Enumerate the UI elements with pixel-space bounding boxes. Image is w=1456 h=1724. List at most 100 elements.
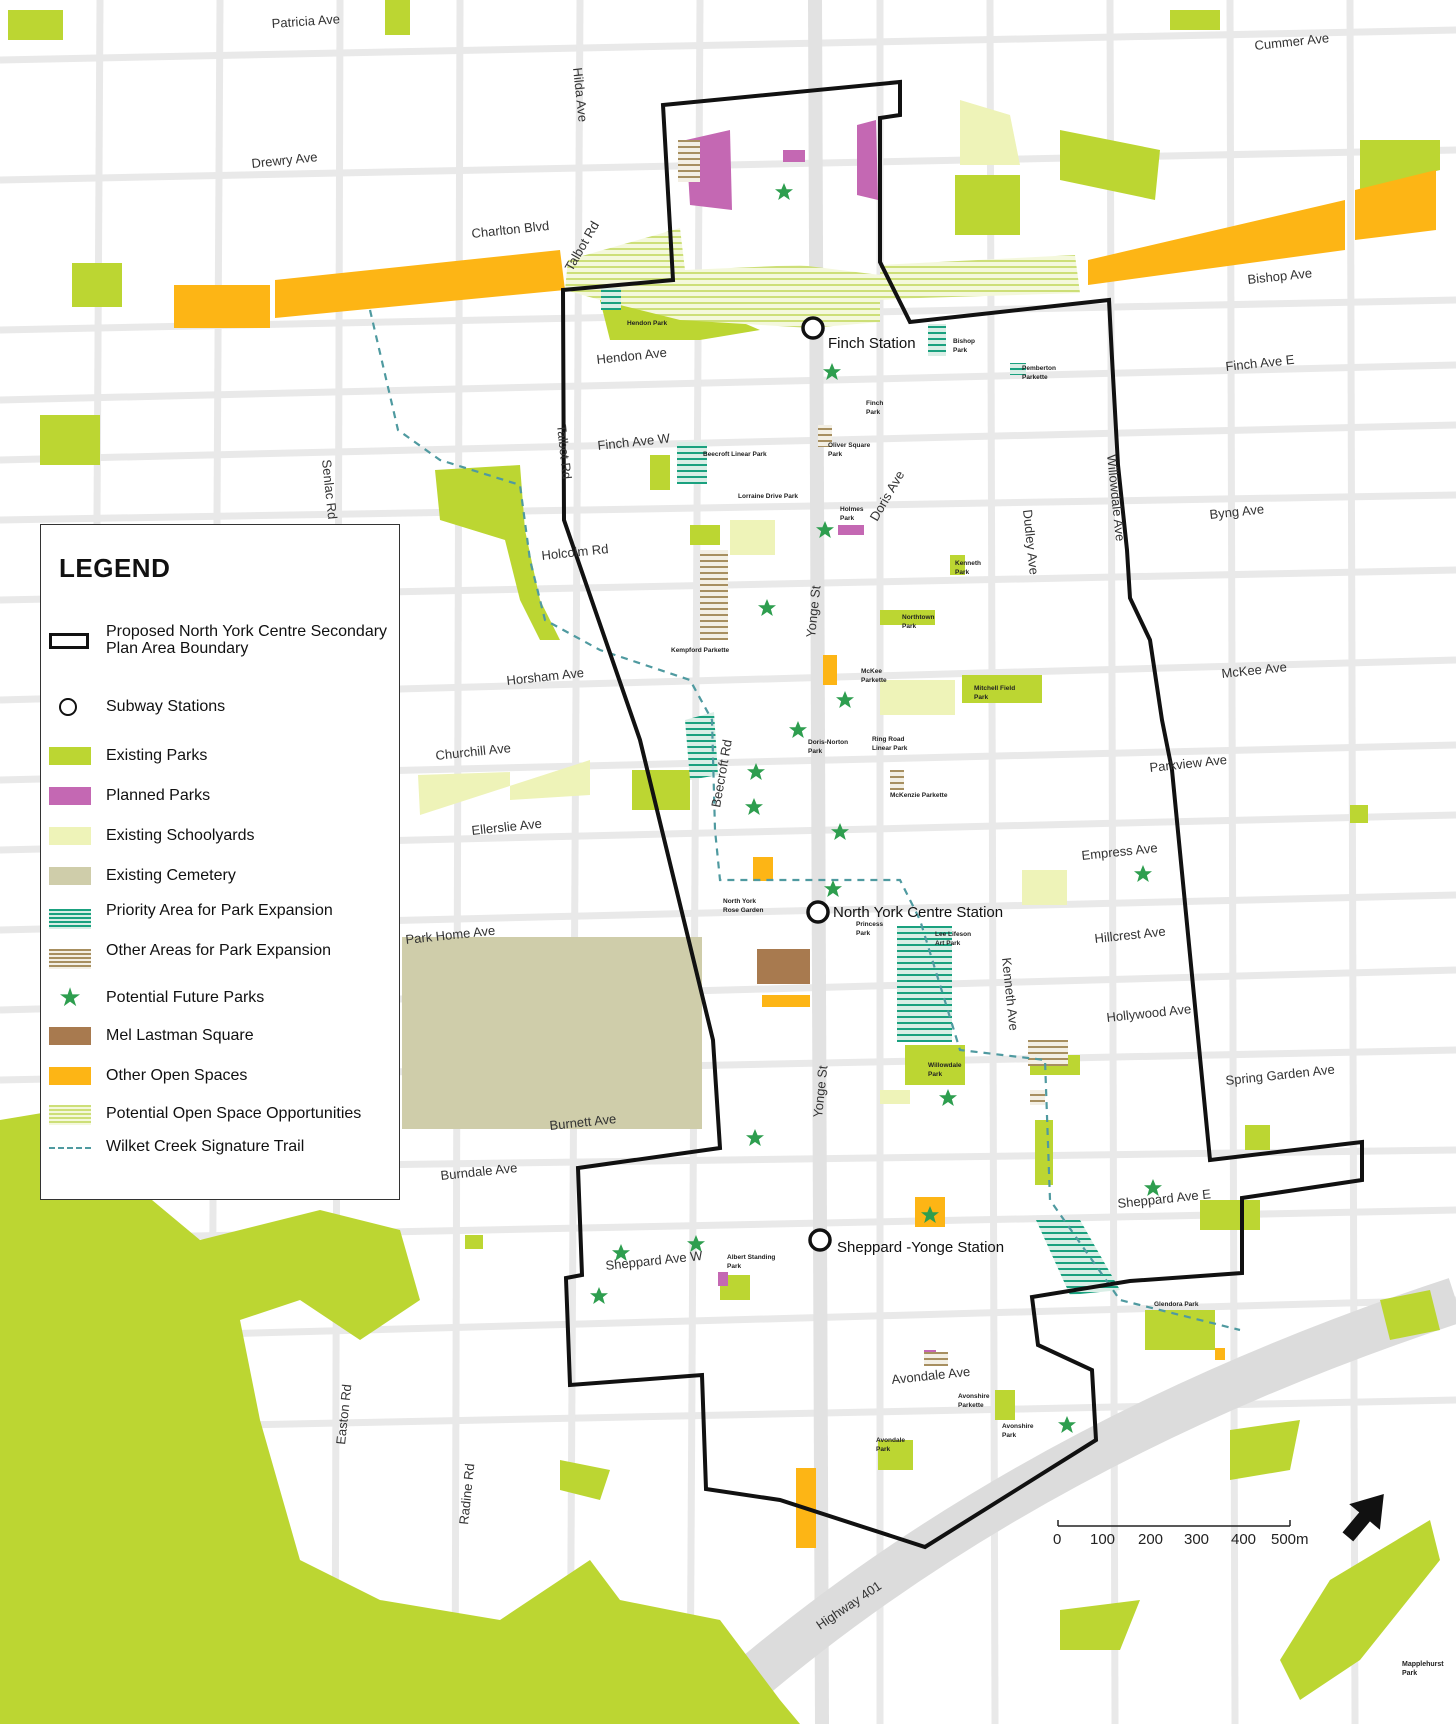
park-label: Park — [902, 623, 916, 630]
street-label: Empress Ave — [1081, 840, 1159, 863]
legend-label: Subway Stations — [106, 698, 226, 715]
legend-title: LEGEND — [59, 553, 171, 583]
park-label: Avonshire — [1002, 1423, 1034, 1430]
legend-label: Potential Future Parks — [106, 989, 265, 1006]
cemetery-swatch-icon — [49, 867, 91, 885]
park-label: Ring Road — [872, 736, 905, 743]
wilket-creek-trail — [368, 309, 1241, 1332]
street-label: Senlac Rd — [319, 459, 340, 520]
park-label: Bishop — [953, 338, 975, 345]
street-label: Avondale Ave — [891, 1364, 971, 1387]
park-label: Finch — [866, 400, 883, 407]
street-label: Yonge St — [803, 584, 823, 638]
legend-item-cemetery: Existing Cemetery — [49, 867, 394, 891]
scale-label-0: 0 — [1053, 1531, 1061, 1548]
legend-label: Proposed North York Centre Secondary Pla… — [106, 623, 388, 657]
park-label: Park — [1002, 1432, 1016, 1439]
potential-open-space-swatch-icon — [49, 1105, 91, 1125]
street-label: Holcolm Rd — [541, 541, 609, 563]
legend-label: Other Areas for Park Expansion — [106, 942, 331, 959]
street-label: Doris Ave — [867, 468, 908, 523]
sheppard-yonge-station-marker — [808, 1228, 832, 1252]
priority-area-swatch-icon — [49, 909, 91, 929]
legend-item-existing-parks: Existing Parks — [49, 747, 394, 771]
north-arrow-icon — [1342, 1493, 1384, 1542]
street-label: Spring Garden Ave — [1225, 1062, 1336, 1088]
street-label: Sheppard Ave E — [1117, 1186, 1212, 1211]
yonge-street-road — [808, 0, 829, 1724]
park-label: Willowdale — [928, 1062, 962, 1069]
other-open-spaces-layer — [174, 170, 1436, 1548]
park-label: Mitchell Field — [974, 685, 1015, 692]
street-label: Dudley Ave — [1020, 509, 1042, 576]
scale-label-200: 200 — [1138, 1531, 1163, 1548]
park-label: Park — [808, 748, 822, 755]
street-label: Churchill Ave — [435, 740, 512, 763]
boundary-outline-icon — [49, 633, 89, 649]
schoolyards-swatch-icon — [49, 827, 91, 845]
park-label: Park — [856, 930, 870, 937]
park-label: Parkette — [861, 677, 887, 684]
park-label: Mapplehurst — [1402, 1661, 1444, 1668]
existing-parks-swatch-icon — [49, 747, 91, 765]
finch-station-marker — [801, 316, 825, 340]
park-label: Beecroft Linear Park — [703, 451, 767, 458]
street-label: Hilda Ave — [570, 67, 591, 123]
legend-item-other-areas: Other Areas for Park Expansion — [49, 943, 394, 979]
park-label: Avonshire — [958, 1393, 990, 1400]
park-label: Park — [974, 694, 988, 701]
legend-label: Potential Open Space Opportunities — [106, 1105, 362, 1122]
park-label: Doris-Norton — [808, 739, 848, 746]
legend-label: Mel Lastman Square — [106, 1027, 254, 1044]
park-label: Glendora Park — [1154, 1301, 1199, 1308]
plan-area-boundary — [560, 79, 1364, 1550]
legend-item-potential-open-space: Potential Open Space Opportunities — [49, 1105, 394, 1129]
park-label: Lorraine Drive Park — [738, 493, 798, 500]
legend-item-future-parks: ★ Potential Future Parks — [49, 982, 394, 1015]
park-label: Princess — [856, 921, 883, 928]
legend-item-mel-lastman: Mel Lastman Square — [49, 1027, 394, 1051]
park-label: Kenneth — [955, 560, 981, 567]
street-label: McKee Ave — [1221, 659, 1288, 681]
park-label: Hendon Park — [627, 320, 667, 327]
other-areas-swatch-icon — [49, 949, 91, 969]
scale-label-500m: 500m — [1271, 1531, 1309, 1548]
legend-item-planned-parks: Planned Parks — [49, 787, 394, 811]
street-label: Finch Ave W — [597, 430, 672, 453]
street-label: Hillcrest Ave — [1094, 924, 1166, 946]
park-label: Parkette — [1022, 374, 1048, 381]
park-label: McKenzie Parkette — [890, 792, 948, 799]
park-label: Pemberton — [1022, 365, 1056, 372]
finch-station-label: Finch Station — [828, 335, 916, 352]
park-label: Park — [866, 409, 880, 416]
scale-label-300: 300 — [1184, 1531, 1209, 1548]
park-label: Park — [955, 569, 969, 576]
park-label: Avondale — [876, 1437, 905, 1444]
street-label: Patricia Ave — [271, 11, 340, 31]
highway-401-road — [684, 1278, 1456, 1724]
park-label: McKee — [861, 668, 882, 675]
other-areas-layer — [678, 140, 1068, 1366]
legend-label: Other Open Spaces — [106, 1067, 248, 1084]
legend-panel: LEGEND Proposed North York Centre Second… — [40, 524, 400, 1200]
street-label: Byng Ave — [1209, 501, 1265, 522]
park-label: Lee Lifeson — [935, 931, 971, 938]
priority-area-layer — [601, 288, 1120, 1295]
open-spaces-swatch-icon — [49, 1067, 91, 1085]
park-label: Kempford Parkette — [671, 647, 730, 654]
park-label: North York — [723, 898, 756, 905]
park-label: Park — [1402, 1670, 1417, 1677]
park-label: Park — [727, 1263, 741, 1270]
park-label: Parkette — [958, 1402, 984, 1409]
street-label: Easton Rd — [333, 1383, 354, 1445]
street-label: Radine Rd — [456, 1463, 477, 1526]
legend-item-schoolyards: Existing Schoolyards — [49, 827, 394, 851]
mel-lastman-swatch-icon — [49, 1027, 91, 1045]
park-label: Park — [828, 451, 842, 458]
subway-stations-layer — [801, 316, 832, 1252]
park-label: Park — [953, 347, 967, 354]
star-icon: ★ — [58, 982, 82, 1012]
park-label: Linear Park — [872, 745, 908, 752]
street-label: Yonge St — [810, 1064, 830, 1118]
